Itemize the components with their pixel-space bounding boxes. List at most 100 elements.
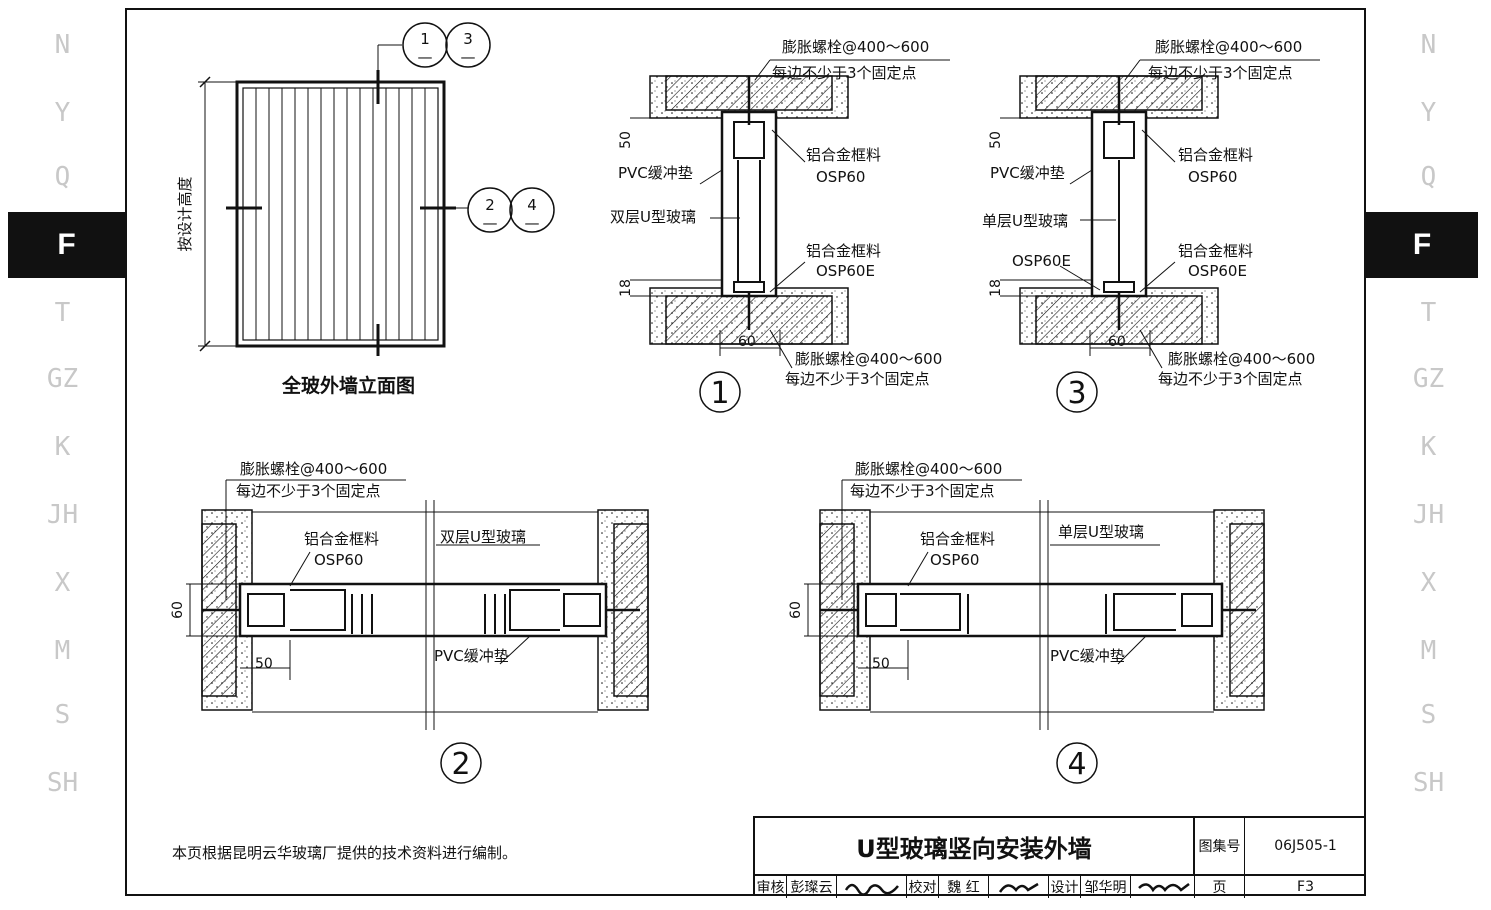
atlas-number: 06J505-1	[1245, 818, 1366, 876]
index-letter: T	[1420, 298, 1437, 328]
bolt-label: 膨胀螺栓@400～600	[240, 460, 387, 478]
bolt-label: 膨胀螺栓@400～600	[1168, 350, 1315, 368]
callout-number: 2	[485, 196, 495, 214]
frame-code: OSP60E	[1188, 262, 1247, 280]
bolt-label: 膨胀螺栓@400～600	[795, 350, 942, 368]
detail-number: 3	[1067, 376, 1086, 411]
bolt-label: 膨胀螺栓@400～600	[855, 460, 1002, 478]
index-letter: GZ	[46, 364, 79, 394]
dimension-label: 50	[618, 131, 634, 149]
designer-signature	[1131, 876, 1195, 898]
bolt-note: 每边不少于3个固定点	[772, 64, 917, 82]
pvc-label: PVC缓冲垫	[1050, 647, 1125, 665]
detail-4-section	[804, 479, 1265, 784]
index-letter: JH	[1412, 500, 1445, 530]
elevation-view	[198, 22, 555, 356]
frame-code: OSP60	[816, 168, 865, 186]
dimension-label: 60	[788, 601, 804, 619]
bolt-note: 每边不少于3个固定点	[850, 482, 995, 500]
elevation-glass-lines	[255, 88, 426, 340]
side-index-right: N Y Q F T GZ K JH X M S SH	[1366, 0, 1491, 910]
dimension-label: 50	[255, 656, 273, 672]
checker-signature	[989, 876, 1049, 898]
frame-code: OSP60E	[816, 262, 875, 280]
signature-mark	[998, 882, 1039, 893]
frame-code: OSP60	[1188, 168, 1237, 186]
signature-mark	[1137, 883, 1190, 893]
callout-circle-1	[402, 22, 448, 68]
pvc-label: PVC缓冲垫	[990, 164, 1065, 182]
callout-circle-3	[445, 22, 491, 68]
index-letter: Q	[1420, 162, 1437, 192]
pvc-label: PVC缓冲垫	[618, 164, 693, 182]
bolt-label: 膨胀螺栓@400～600	[1155, 38, 1302, 56]
callout-sheet: —	[418, 48, 433, 66]
index-letter: T	[54, 298, 71, 328]
frame-label: 铝合金框料	[304, 530, 379, 548]
index-letter: SH	[46, 768, 79, 798]
index-letter: JH	[46, 500, 79, 530]
signature-mark	[844, 883, 899, 896]
index-letter: M	[54, 636, 71, 666]
index-letter: S	[54, 700, 71, 730]
design-label: 设计	[1049, 876, 1081, 898]
dimension-label: 60	[170, 601, 186, 619]
check-label: 校对	[907, 876, 939, 898]
bolt-note: 每边不少于3个固定点	[1148, 64, 1293, 82]
detail-number: 2	[451, 747, 470, 782]
index-letter: Y	[54, 98, 71, 128]
dimension-label: 18	[988, 279, 1004, 297]
page-number: F3	[1297, 879, 1314, 895]
elevation-height-label: 按设计高度	[176, 176, 194, 251]
elevation-outer-frame	[235, 80, 446, 348]
index-letter: Q	[54, 162, 71, 192]
detail-2-section	[186, 479, 649, 784]
frame-label: 铝合金框料	[920, 530, 995, 548]
dimension-label: 50	[988, 131, 1004, 149]
index-letter: K	[54, 432, 71, 462]
detail-3-section	[1000, 59, 1320, 413]
index-letter: N	[54, 30, 71, 60]
checker-name: 魏 红	[939, 876, 989, 898]
elevation-title: 全玻外墙立面图	[281, 374, 415, 397]
glass-label: 双层U型玻璃	[610, 208, 696, 226]
atlas-label: 图集号	[1195, 818, 1245, 876]
detail-1-section	[630, 59, 950, 413]
bolt-note: 每边不少于3个固定点	[785, 370, 930, 388]
dimension-label: 60	[1108, 334, 1126, 350]
dimension-label: 50	[872, 656, 890, 672]
frame-code: OSP60	[930, 551, 979, 569]
frame-label: 铝合金框料	[1178, 242, 1253, 260]
bolt-note: 每边不少于3个固定点	[236, 482, 381, 500]
callout-circle-2	[467, 187, 513, 233]
detail-number: 4	[1067, 747, 1086, 782]
index-letter: S	[1420, 700, 1437, 730]
index-letter: M	[1420, 636, 1437, 666]
active-section-tab[interactable]: F	[8, 212, 125, 278]
index-letter: SH	[1412, 768, 1445, 798]
frame-code: OSP60E	[1012, 252, 1071, 270]
designer-name: 邹华明	[1081, 876, 1131, 898]
index-letter: GZ	[1412, 364, 1445, 394]
callout-number: 1	[420, 30, 430, 48]
index-letter: X	[1420, 568, 1437, 598]
index-letter: N	[1420, 30, 1437, 60]
glass-label: 双层U型玻璃	[440, 528, 526, 546]
frame-label: 铝合金框料	[806, 146, 881, 164]
active-section-tab[interactable]: F	[1366, 212, 1478, 278]
frame-code: OSP60	[314, 551, 363, 569]
index-letter: K	[1420, 432, 1437, 462]
dimension-label: 60	[738, 334, 756, 350]
source-note: 本页根据昆明云华玻璃厂提供的技术资料进行编制。	[172, 844, 518, 862]
review-label: 审核	[755, 876, 787, 898]
glass-label: 单层U型玻璃	[982, 212, 1068, 230]
dimension-label: 18	[618, 279, 634, 297]
reviewer-signature	[837, 876, 907, 898]
bolt-label: 膨胀螺栓@400～600	[782, 38, 929, 56]
title-block: U型玻璃竖向安装外墙 图集号 06J505-1 审核 彭璨云 校对 魏 红 设计…	[753, 816, 1366, 898]
callout-sheet: —	[461, 48, 476, 66]
frame-label: 铝合金框料	[1178, 146, 1253, 164]
callout-number: 3	[463, 30, 473, 48]
side-index-left: N Y Q F T GZ K JH X M S SH	[0, 0, 125, 910]
drawing-title: U型玻璃竖向安装外墙	[755, 818, 1195, 876]
